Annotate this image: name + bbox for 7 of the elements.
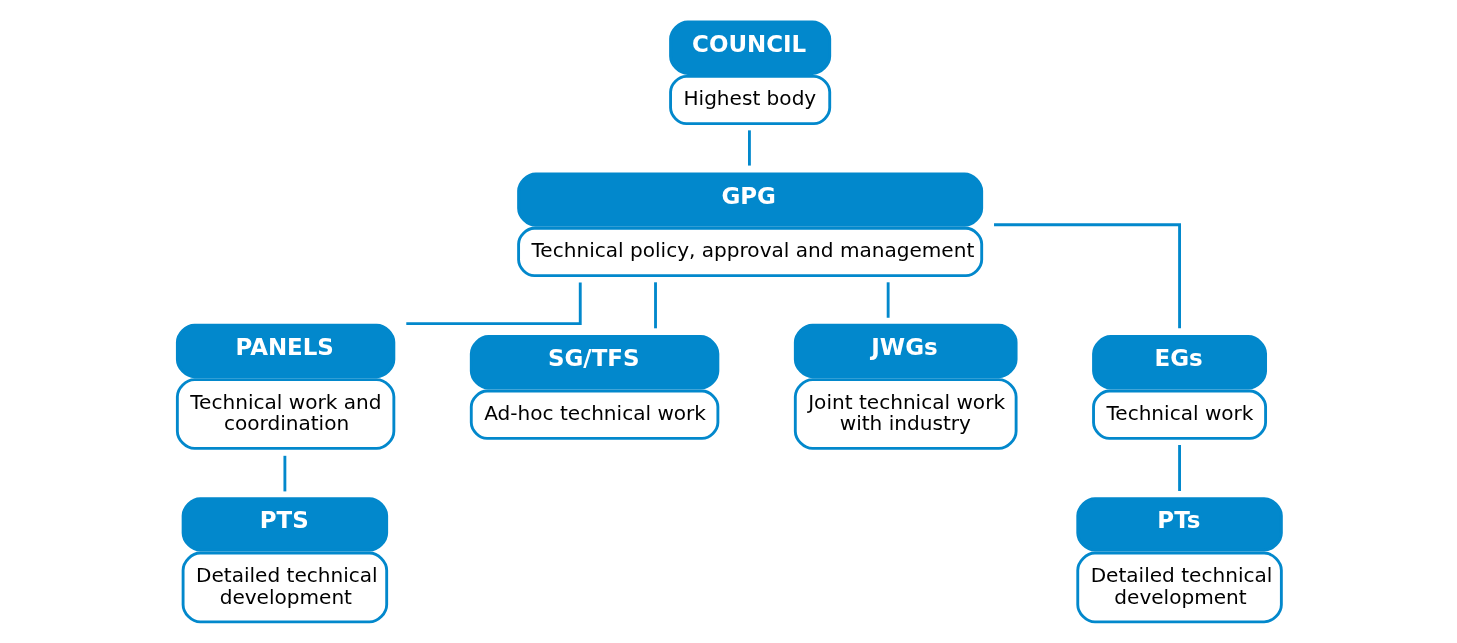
connector [1177, 445, 1181, 491]
connector [886, 282, 890, 318]
connector [653, 282, 657, 329]
connector [747, 130, 751, 166]
connector [282, 455, 286, 492]
connector [993, 223, 1181, 329]
connector [405, 282, 582, 326]
